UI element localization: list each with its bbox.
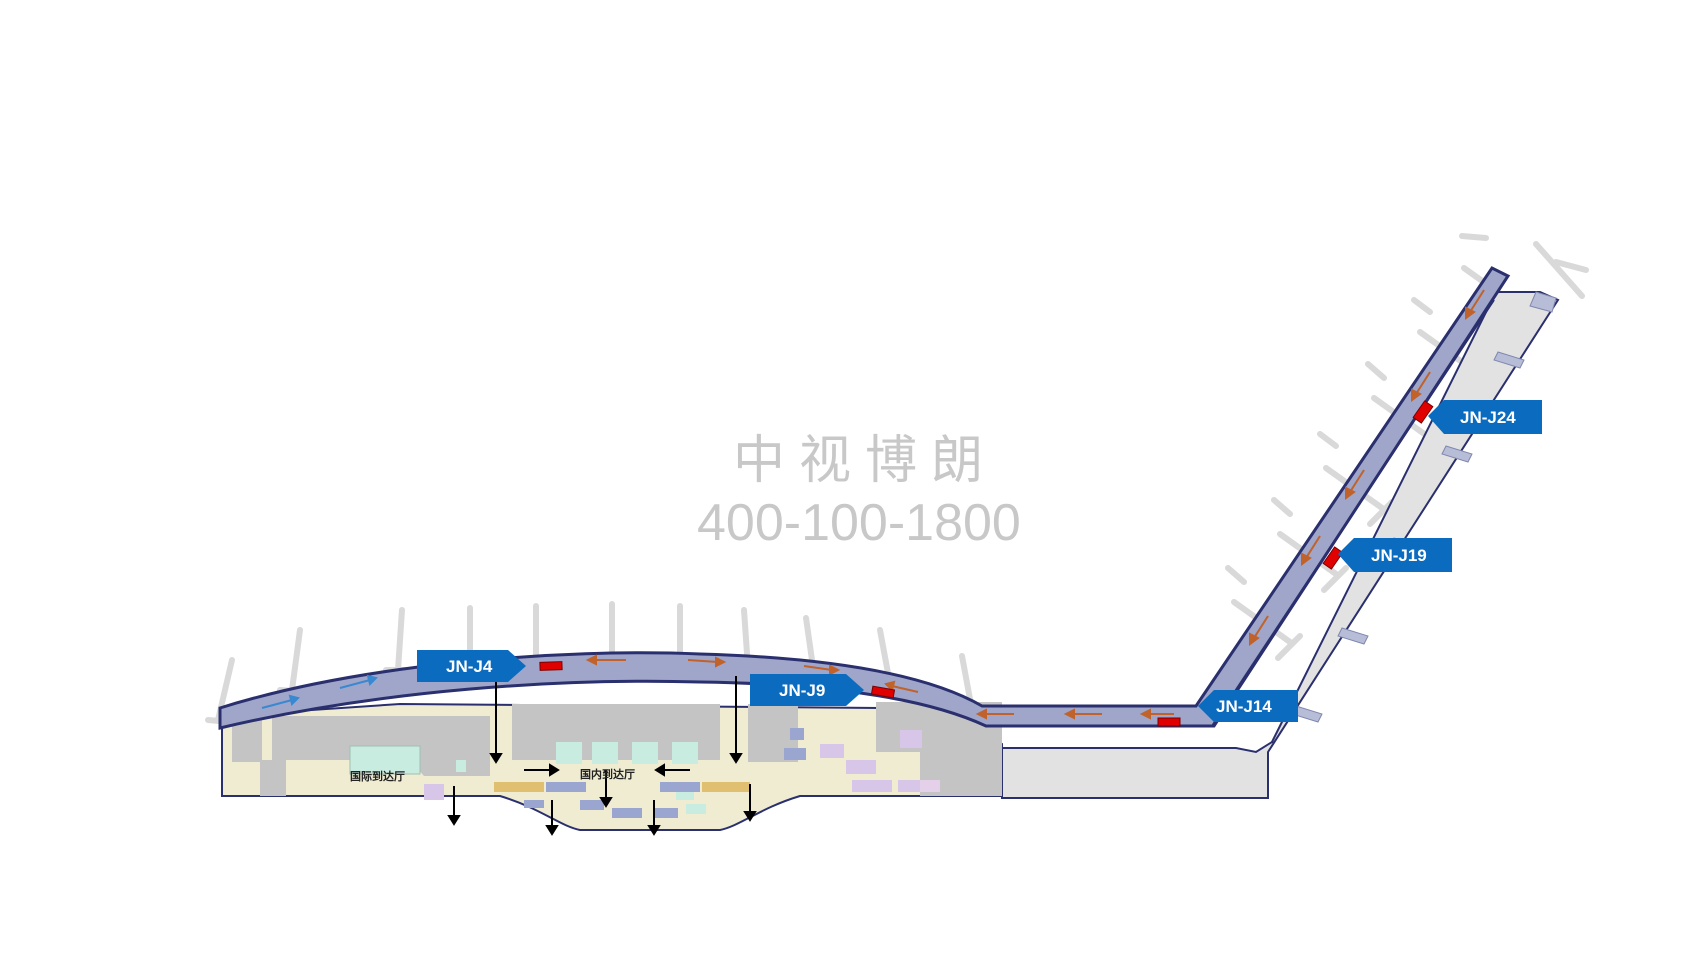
marker-tag-JN-J14[interactable]: JN-J14 [1198,690,1298,722]
svg-text:JN-J24: JN-J24 [1460,408,1516,427]
service-rooms [349,728,940,818]
departure-corridor [218,266,1511,730]
domestic-hall-label: 国内到达厅 [580,767,635,781]
watermark-company: 中视博朗 [733,431,997,491]
exit-arrows [447,676,757,836]
svg-text:JN-J9: JN-J9 [779,681,825,700]
pier-inner-edge [1211,299,1495,727]
svg-text:JN-J19: JN-J19 [1371,546,1427,565]
ad-position-JN-J24 [1412,400,1434,424]
svg-text:JN-J4: JN-J4 [446,657,493,676]
ad-position-JN-J19 [1322,546,1344,570]
flow-arrows [261,289,1485,720]
international-hall-label: 国际到达厅 [350,769,405,783]
marker-tag-JN-J9[interactable]: JN-J9 [750,674,864,706]
ad-positions [539,400,1434,727]
ad-position-JN-J14 [1157,717,1181,727]
marker-tag-JN-J19[interactable]: JN-J19 [1338,538,1452,572]
svg-text:JN-J14: JN-J14 [1216,697,1272,716]
ad-position-JN-J4 [539,661,563,671]
pier-floor [1001,291,1560,799]
ad-position-JN-J9 [870,685,896,699]
watermark-phone: 400-100-1800 [697,494,1021,552]
marker-tag-JN-J4[interactable]: JN-J4 [417,650,526,682]
marker-tag-JN-J24[interactable]: JN-J24 [1428,400,1542,434]
